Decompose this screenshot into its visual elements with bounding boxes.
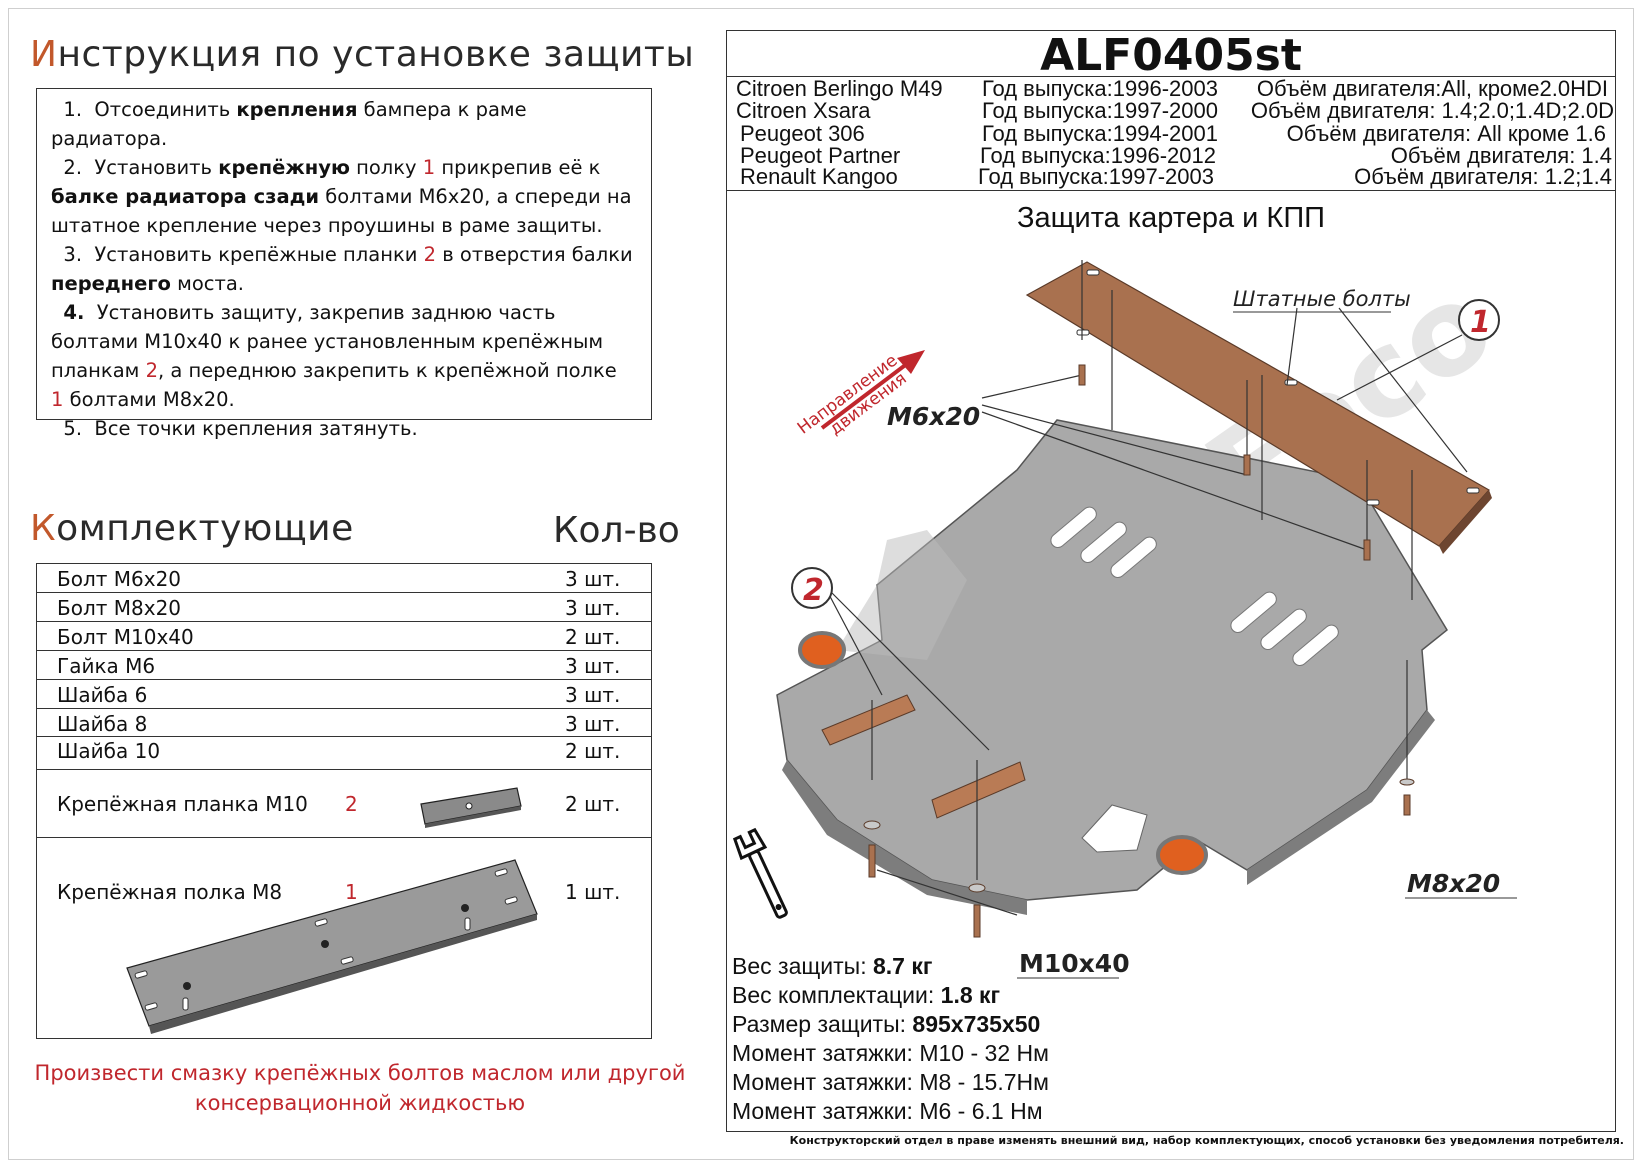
spec-row: Размер защиты: 895х735х50	[732, 1011, 1041, 1037]
drawing-frame	[726, 30, 1616, 1132]
svg-text:1: 1	[1470, 305, 1491, 340]
standard-bolts-label: Штатные болты	[1233, 287, 1411, 311]
spec-row: Вес комплектации: 1.8 кг	[732, 982, 1001, 1008]
callout-2: 2	[791, 567, 833, 609]
vehicle-engine: Объём двигателя: 1.4	[1390, 143, 1612, 168]
vehicle-name: Citroen Xsara	[736, 98, 871, 123]
svg-text:2: 2	[803, 573, 824, 608]
components-heading: Комплектующие	[30, 508, 354, 549]
wrench-icon	[732, 827, 788, 919]
vehicle-years: Год выпуска:1994-2001	[982, 121, 1218, 146]
step-2: 2. Установить крепёжную полку 1 прикрепи…	[51, 156, 632, 237]
model-code: ALF0405st	[1040, 30, 1302, 81]
part-title: Защита картера и КПП	[1016, 202, 1326, 234]
spec-row: Момент затяжки: М8 - 15.7Нм	[732, 1069, 1049, 1095]
step-1: 1. Отсоединить крепления бампера к раме …	[51, 98, 527, 150]
instructions-heading: Инструкция по установке защиты	[30, 34, 695, 75]
table-row-plank: Крепёжная планка М10 2 2 шт.	[37, 770, 651, 838]
specs-block: Вес защиты: 8.7 кг Вес комплектации: 1.8…	[732, 952, 1049, 1126]
mounting-plank	[821, 694, 916, 746]
vehicle-engine: Объём двигателя: 1.4;2.0;1.4D;2.0D	[1250, 98, 1614, 123]
disclaimer: Конструкторский отдел в праве изменять в…	[789, 1134, 1624, 1147]
mounting-plank	[931, 761, 1026, 819]
divider	[726, 190, 1616, 191]
vehicle-engine: Объём двигателя: All кроме 1.6	[1286, 121, 1606, 146]
plank-illustration	[420, 787, 522, 828]
step-3: 3. Установить крепёжные планки 2 в отвер…	[51, 243, 633, 295]
step-4: 4. Установить защиту, закрепив заднюю ча…	[51, 301, 617, 411]
spec-row: Момент затяжки: М10 - 32 Нм	[732, 1040, 1049, 1066]
bolt-label-m10: M10x40	[1019, 949, 1130, 978]
vehicle-years: Год выпуска:1996-2012	[980, 143, 1216, 168]
vehicle-years: Год выпуска:1996-2003	[982, 76, 1218, 101]
step-5: 5. Все точки крепления затянуть.	[63, 417, 418, 440]
vehicle-engine: Объём двигателя: 1.2;1.4	[1354, 164, 1612, 189]
page-frame	[8, 8, 1634, 1160]
vehicle-engine: Объём двигателя:All, кроме2.0HDI	[1256, 76, 1608, 101]
spec-row: Момент затяжки: М6 - 6.1 Нм	[732, 1098, 1043, 1124]
instructions-box: 1. Отсоединить крепления бампера к раме …	[36, 88, 652, 440]
lubrication-note: Произвести смазку крепёжных болтов масло…	[34, 1061, 686, 1115]
vehicle-years: Год выпуска:1997-2003	[978, 164, 1214, 189]
table-row-shelf: Крепёжная полка М8 1 1 шт.	[37, 838, 651, 1040]
mounting-shelf	[1025, 261, 1492, 554]
bolt-label-m6: М6х20	[887, 402, 980, 431]
callout-1: 1	[1458, 299, 1500, 341]
bolts	[863, 364, 1415, 938]
skid-plate	[776, 419, 1448, 915]
vehicle-years: Год выпуска:1997-2000	[982, 98, 1218, 123]
qty-heading: Кол-во	[553, 510, 680, 551]
bolt-label-m8: М8х20	[1407, 869, 1500, 898]
bolt-lines	[823, 260, 1468, 916]
divider	[726, 76, 1616, 77]
shelf-illustration	[126, 859, 538, 1034]
assembly-diagram: ALFeco	[732, 254, 1518, 979]
vehicle-name: Renault Kangoo	[740, 164, 898, 189]
spec-row: Вес защиты: 8.7 кг	[732, 953, 933, 979]
vehicle-name: Peugeot Partner	[740, 143, 901, 168]
vehicle-name: Peugeot 306	[740, 121, 865, 146]
vehicle-name: Citroen Berlingo M49	[736, 76, 943, 101]
